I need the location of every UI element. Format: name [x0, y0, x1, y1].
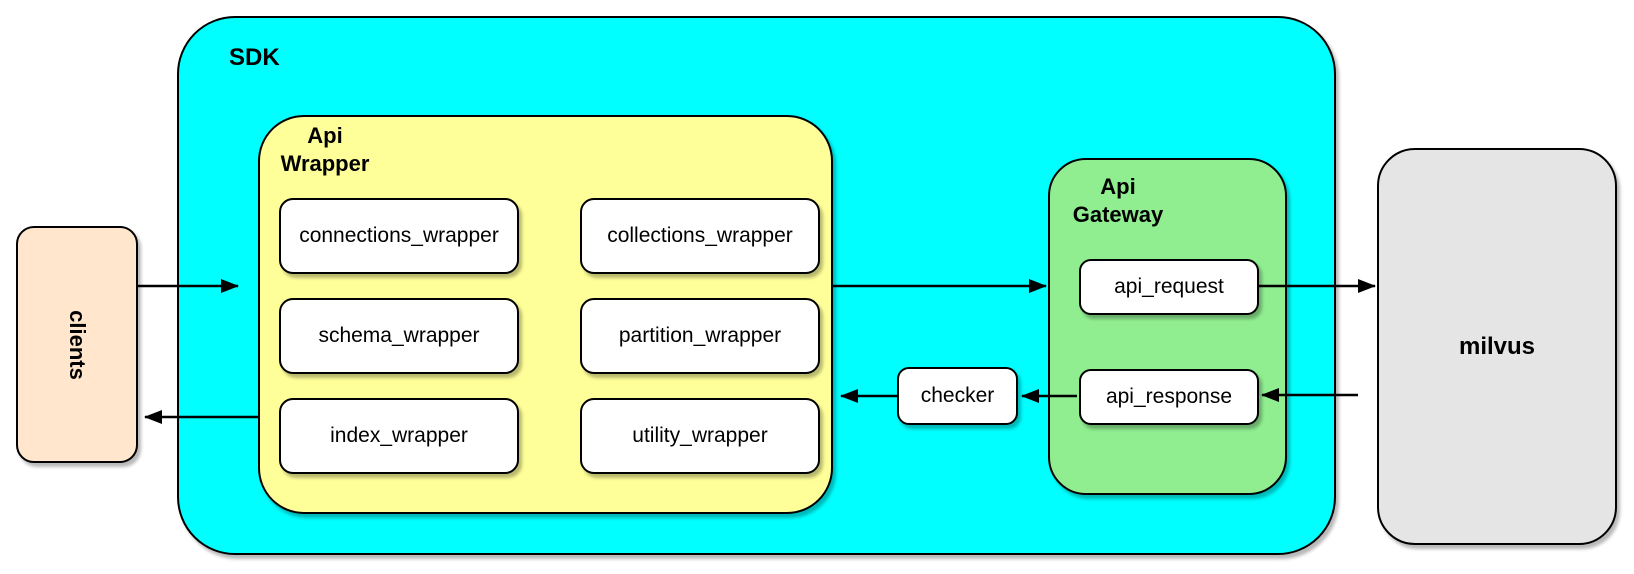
node-collections-wrapper: collections_wrapper [580, 198, 820, 274]
node-partition-wrapper: partition_wrapper [580, 298, 820, 374]
checker-box: checker [897, 367, 1018, 425]
api-wrapper-label-line2: Wrapper [280, 151, 370, 176]
sdk-label: SDK [229, 44, 280, 71]
node-api-request: api_request [1079, 259, 1259, 315]
node-api-response: api_response [1079, 369, 1259, 425]
api-gateway-label: Api Gateway [1056, 173, 1180, 229]
node-schema-wrapper: schema_wrapper [279, 298, 519, 374]
clients-label: clients [64, 309, 90, 380]
node-index-wrapper: index_wrapper [279, 398, 519, 474]
api-gateway-container: Api Gateway api_request api_response [1048, 158, 1287, 495]
clients-box: clients [16, 226, 138, 463]
node-connections-wrapper: connections_wrapper [279, 198, 519, 274]
api-wrapper-label: Api Wrapper [268, 122, 382, 178]
node-utility-wrapper: utility_wrapper [580, 398, 820, 474]
api-gateway-label-line1: Api [1100, 174, 1136, 199]
milvus-label: milvus [1458, 332, 1536, 360]
api-wrapper-label-line1: Api [307, 123, 343, 148]
milvus-box: milvus [1377, 148, 1617, 545]
api-gateway-label-line2: Gateway [1072, 202, 1164, 227]
api-wrapper-container: Api Wrapper connections_wrapper collecti… [258, 115, 833, 514]
